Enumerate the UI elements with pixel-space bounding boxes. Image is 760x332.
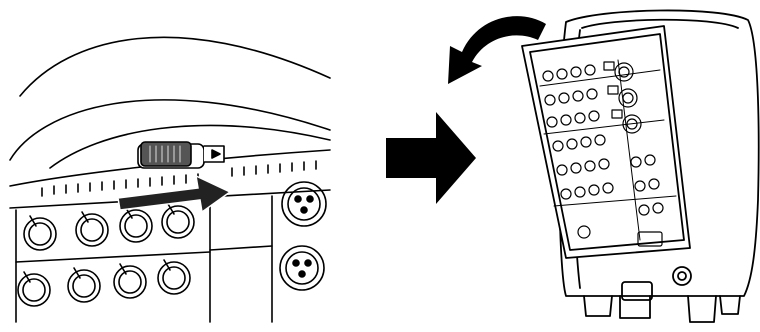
latch-grip-lines (149, 145, 181, 163)
mixer-panel-tilted[interactable] (521, 25, 691, 259)
mixer-top-edge (9, 149, 331, 187)
knob-5 (17, 271, 51, 307)
step-next-arrow (386, 112, 476, 204)
knob-8 (157, 259, 191, 295)
slide-right-arrow (117, 174, 232, 214)
knob-row-2[interactable] (17, 259, 191, 307)
mixer-panel-inner (529, 33, 685, 251)
right-speaker-panel (521, 9, 760, 323)
latch[interactable] (137, 141, 225, 169)
knob-7 (113, 263, 147, 299)
speaker-feet (583, 281, 741, 323)
knob-6 (67, 267, 101, 303)
latch-indicator-icon (211, 149, 221, 159)
mixer-panel-knobs (542, 64, 664, 216)
cabinet-top-inner (581, 18, 739, 29)
mixer-row-divider-2 (209, 245, 273, 251)
knob-3 (119, 207, 153, 243)
knob-1 (23, 215, 57, 251)
knob-row-1[interactable] (23, 203, 195, 251)
cabinet-jack-inner (677, 271, 687, 281)
speaker-outer-curve (19, 36, 331, 97)
knob-2 (75, 211, 109, 247)
latch-slider (140, 141, 192, 167)
mixer-panel-outline (521, 25, 691, 259)
power-switch (577, 225, 591, 239)
xlr-connector-2 (279, 245, 325, 291)
cabinet-jack (672, 266, 692, 286)
speaker-inner-curve (9, 99, 331, 161)
mixer-panel-switches (577, 61, 663, 247)
xlr-connector-1 (281, 181, 327, 227)
rotate-open-arrow (448, 16, 546, 85)
power-inlet (637, 231, 663, 247)
knob-4 (161, 203, 195, 239)
left-closeup-panel (9, 36, 331, 323)
speaker-rim-curve (49, 124, 331, 169)
mixer-row-divider (15, 251, 211, 263)
